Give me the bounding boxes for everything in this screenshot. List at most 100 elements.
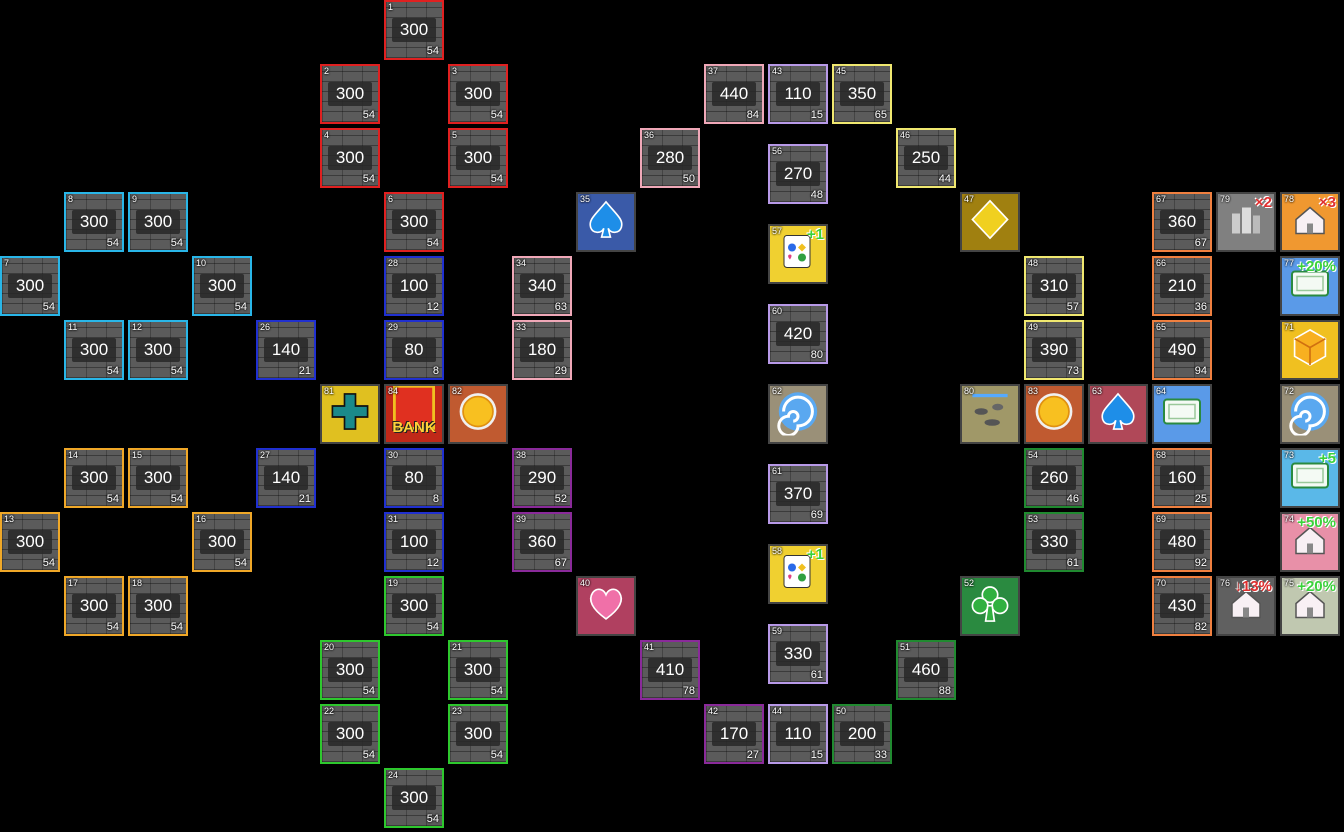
special-tile-sun-83[interactable]: 83 — [1024, 384, 1084, 444]
special-tile-house-76[interactable]: 76↓13% — [1216, 576, 1276, 636]
special-tile-house-75[interactable]: 75+20% — [1280, 576, 1340, 636]
special-tile-ticket-73[interactable]: 73+5 — [1280, 448, 1340, 508]
tile-number: 15 — [132, 450, 143, 460]
special-tile-ticket-64[interactable]: 64 — [1152, 384, 1212, 444]
tile-rent: 54 — [42, 301, 55, 313]
bonus-badge: +5 — [1318, 450, 1336, 467]
special-tile-sun-82[interactable]: 82 — [448, 384, 508, 444]
special-tile-ticket-77[interactable]: 77+20% — [1280, 256, 1340, 316]
tile-rent: 54 — [362, 685, 375, 697]
tile-rent: 36 — [1194, 301, 1207, 313]
special-tile-cube-71[interactable]: 71 — [1280, 320, 1340, 380]
special-tile-club-52[interactable]: 52 — [960, 576, 1020, 636]
special-tile-cross-81[interactable]: 81 — [320, 384, 380, 444]
special-tile-vortex-72[interactable]: 72 — [1280, 384, 1340, 444]
special-tile-rocks-80[interactable]: 80 — [960, 384, 1020, 444]
cross-icon — [328, 390, 372, 439]
special-tile-house-78[interactable]: 78×3 — [1280, 192, 1340, 252]
special-tile-city-79[interactable]: 79×2 — [1216, 192, 1276, 252]
tile-rent: 54 — [490, 173, 503, 185]
tile-number: 83 — [1028, 386, 1039, 396]
tile-number: 44 — [772, 706, 783, 716]
special-tile-vortex-62[interactable]: 62 — [768, 384, 828, 444]
tile-rent: 61 — [1066, 557, 1079, 569]
tile-price: 300 — [328, 82, 372, 106]
tile-price: 440 — [712, 82, 756, 106]
special-tile-house-74[interactable]: 74+50% — [1280, 512, 1340, 572]
tile-rent: 8 — [432, 493, 439, 505]
special-tile-heart-40[interactable]: 40 — [576, 576, 636, 636]
bonus-badge: ↓13% — [1234, 578, 1272, 595]
tile-rent: 52 — [554, 493, 567, 505]
special-tile-card-58[interactable]: 58+1 — [768, 544, 828, 604]
tile-price: 310 — [1032, 274, 1076, 298]
special-tile-spade-35[interactable]: 35 — [576, 192, 636, 252]
special-tile-spade-63[interactable]: 63 — [1088, 384, 1148, 444]
tile-number: 5 — [452, 130, 458, 140]
tile-number: 21 — [452, 642, 463, 652]
tile-price: 290 — [520, 466, 564, 490]
special-tile-card-57[interactable]: 57+1 — [768, 224, 828, 284]
special-tile-diamond-47[interactable]: 47 — [960, 192, 1020, 252]
